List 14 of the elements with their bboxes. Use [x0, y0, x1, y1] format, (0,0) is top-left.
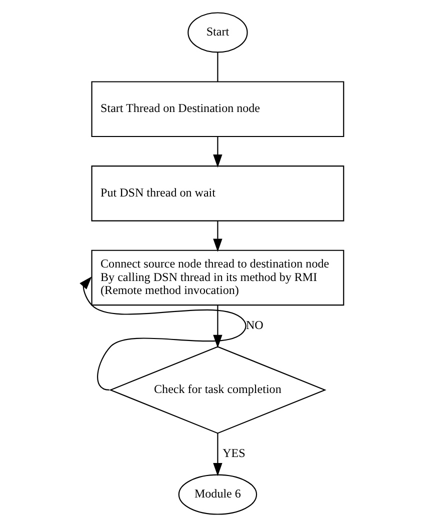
edge-label: YES: [222, 446, 245, 460]
node-ellipse: Start: [187, 12, 248, 53]
edge-label: NO: [245, 318, 263, 332]
node-box: Put DSN thread on wait: [90, 166, 344, 222]
node-box: Connect source node thread to destination node By calling DSN thread in its method by RMI (Remote method invocation): [90, 250, 344, 306]
node-box: Start Thread on Destination node: [90, 81, 344, 138]
arrow: [212, 136, 222, 168]
arrow: [212, 305, 222, 348]
arrow: [212, 220, 222, 252]
arrow: [79, 276, 246, 390]
node-ellipse: Module 6: [178, 474, 257, 515]
connector: [216, 52, 218, 82]
arrow: [212, 433, 222, 476]
node-diamond: Check for task completion: [108, 346, 326, 434]
